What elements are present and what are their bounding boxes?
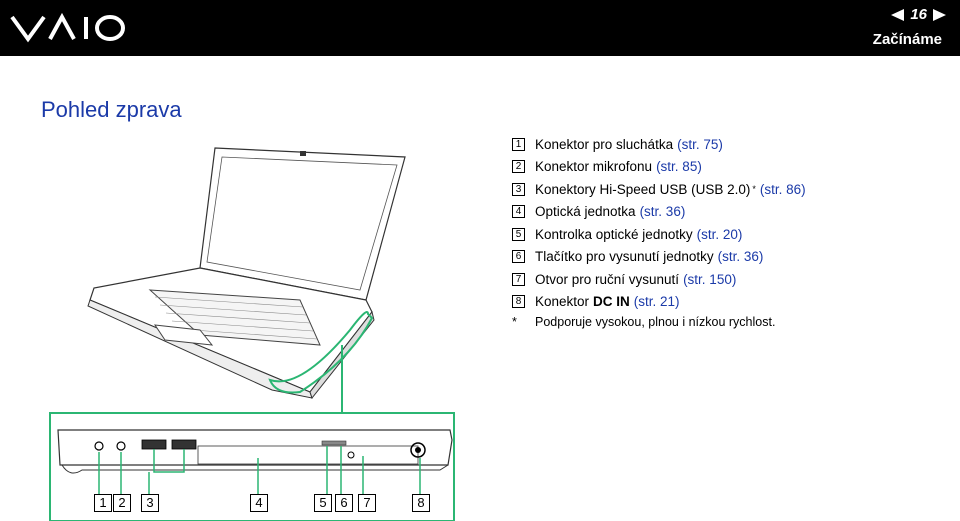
item-number: 5 bbox=[512, 227, 525, 241]
footnote: * Podporuje vysokou, plnou i nízkou rych… bbox=[512, 315, 952, 335]
item-bold-text: DC IN bbox=[593, 294, 630, 310]
callout-5: 5 bbox=[314, 494, 332, 512]
page-reference-link[interactable]: (str. 86) bbox=[759, 181, 806, 197]
section-title: Začínáme bbox=[872, 31, 942, 48]
footnote-mark: * bbox=[512, 315, 517, 329]
item-text: Konektor bbox=[535, 294, 590, 310]
page-reference-link[interactable]: (str. 75) bbox=[677, 136, 723, 152]
dc-in-jack-icon bbox=[410, 442, 426, 458]
item-number: 8 bbox=[512, 295, 525, 309]
keyboard-keys bbox=[154, 296, 318, 340]
side-profile-bottom bbox=[61, 464, 449, 474]
next-page-icon[interactable] bbox=[933, 8, 946, 21]
page-reference-link[interactable]: (str. 85) bbox=[656, 159, 702, 175]
vaio-logo bbox=[10, 9, 130, 52]
page-reference-link[interactable]: (str. 36) bbox=[639, 204, 686, 220]
item-number: 3 bbox=[512, 182, 525, 196]
item-number: 6 bbox=[512, 250, 525, 264]
item-number: 7 bbox=[512, 272, 525, 286]
callout-1: 1 bbox=[94, 494, 112, 512]
webcam-icon bbox=[300, 151, 306, 156]
list-item: 4 Optická jednotka (str. 36) bbox=[512, 201, 952, 224]
page-reference-link[interactable]: (str. 36) bbox=[717, 249, 764, 265]
list-item: 8 Konektor DC IN (str. 21) bbox=[512, 291, 952, 314]
item-number: 1 bbox=[512, 137, 525, 151]
item-text: Kontrolka optické jednotky bbox=[535, 226, 693, 242]
item-text: Konektor mikrofonu bbox=[535, 159, 653, 175]
footnote-marker: * bbox=[752, 184, 756, 195]
footnote-text: Podporuje vysokou, plnou i nízkou rychlo… bbox=[535, 315, 776, 329]
item-text: Optická jednotka bbox=[535, 204, 636, 220]
item-text: Tlačítko pro vysunutí jednotky bbox=[535, 249, 714, 265]
component-list: 1 Konektor pro sluchátka (str. 75) 2 Kon… bbox=[512, 133, 952, 335]
eject-button-icon bbox=[321, 440, 347, 446]
page-title: Pohled zprava bbox=[41, 97, 182, 122]
page-reference-link[interactable]: (str. 150) bbox=[683, 271, 737, 287]
page-navigation: 16 bbox=[891, 6, 946, 23]
item-text: Konektor pro sluchátka bbox=[535, 136, 674, 152]
list-item: 6 Tlačítko pro vysunutí jednotky (str. 3… bbox=[512, 246, 952, 269]
item-number: 4 bbox=[512, 205, 525, 219]
touchpad bbox=[153, 324, 214, 346]
manual-eject-hole-icon bbox=[347, 451, 355, 459]
highlight-outline bbox=[268, 311, 374, 394]
item-text: Konektory Hi-Speed USB (USB 2.0) bbox=[535, 181, 751, 197]
callout-leaders bbox=[98, 446, 421, 494]
page-number: 16 bbox=[910, 6, 927, 23]
laptop-screen bbox=[206, 156, 398, 291]
page-reference-link[interactable]: (str. 21) bbox=[633, 294, 680, 310]
headphone-jack-icon bbox=[94, 441, 104, 451]
usb-port-icon bbox=[171, 439, 197, 450]
callout-7: 7 bbox=[358, 494, 376, 512]
optical-drive-tray bbox=[197, 445, 419, 465]
callout-8: 8 bbox=[412, 494, 430, 512]
list-item: 5 Kontrolka optické jednotky (str. 20) bbox=[512, 223, 952, 246]
item-text: Otvor pro ruční vysunutí bbox=[535, 271, 680, 287]
dc-in-pin bbox=[415, 447, 421, 453]
page-reference-link[interactable]: (str. 20) bbox=[696, 226, 743, 242]
usb-port-icon bbox=[141, 439, 167, 450]
list-item: 3 Konektory Hi-Speed USB (USB 2.0) * (st… bbox=[512, 178, 952, 201]
item-number: 2 bbox=[512, 160, 525, 174]
list-item: 2 Konektor mikrofonu (str. 85) bbox=[512, 156, 952, 179]
callout-4: 4 bbox=[250, 494, 268, 512]
list-item: 7 Otvor pro ruční vysunutí (str. 150) bbox=[512, 268, 952, 291]
callout-2: 2 bbox=[113, 494, 131, 512]
laptop-front-edge bbox=[87, 299, 313, 399]
callout-3: 3 bbox=[141, 494, 159, 512]
microphone-jack-icon bbox=[116, 441, 126, 451]
callout-6: 6 bbox=[335, 494, 353, 512]
previous-page-icon[interactable] bbox=[891, 8, 905, 21]
header-bar: 16 Začínáme bbox=[0, 0, 960, 56]
list-item: 1 Konektor pro sluchátka (str. 75) bbox=[512, 133, 952, 156]
detail-frame bbox=[49, 412, 455, 521]
